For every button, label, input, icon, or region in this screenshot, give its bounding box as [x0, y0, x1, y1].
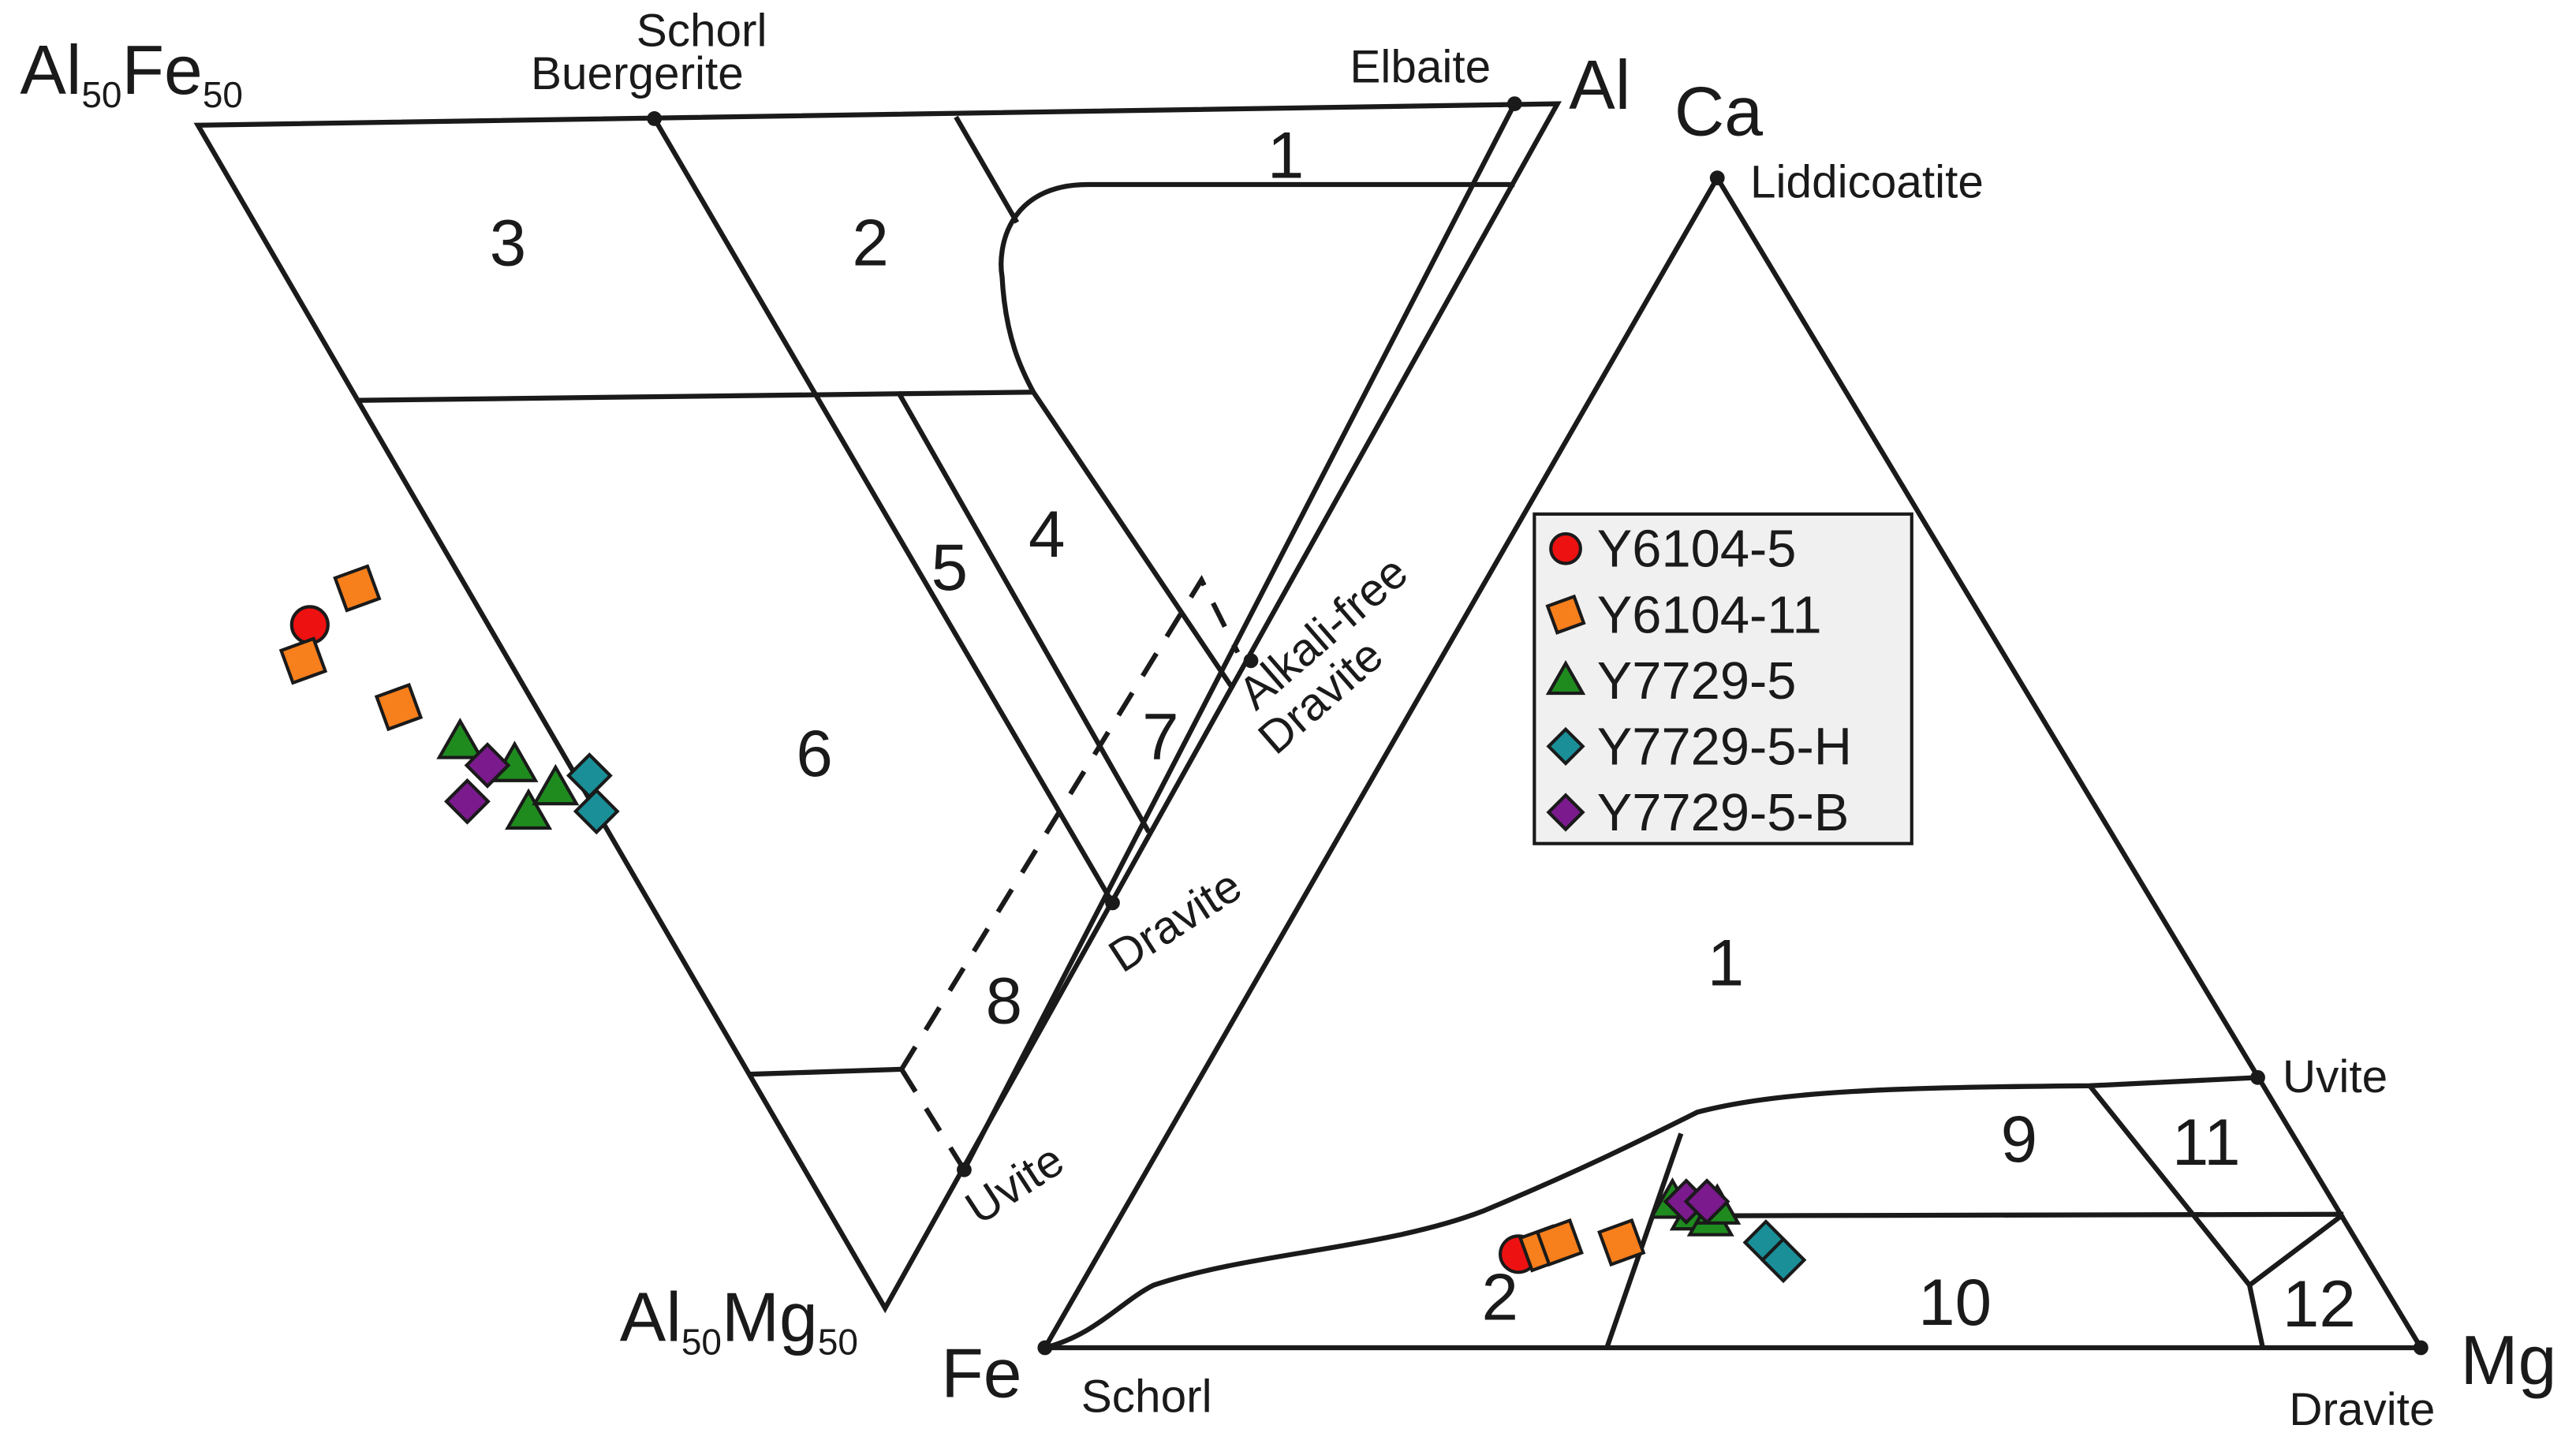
end-member-point	[1105, 895, 1120, 911]
legend-marker	[1545, 594, 1586, 635]
field-boundary	[896, 390, 1152, 834]
field-boundary	[1044, 1075, 2258, 1351]
data-point	[1535, 1218, 1584, 1267]
vertex-label-ca: Ca	[1674, 73, 1763, 150]
legend-marker	[1546, 726, 1585, 767]
end-member-label-dravite: Dravite	[2289, 1384, 2435, 1435]
data-point	[444, 778, 491, 825]
field-label: 2	[852, 205, 888, 279]
ca-fe-mg-outline	[1040, 173, 2425, 1351]
field-boundary	[954, 115, 1020, 224]
field-8-dashed-boundary	[899, 574, 1241, 1071]
field-label: 12	[2283, 1267, 2356, 1341]
end-member-point	[1506, 96, 1522, 112]
legend-label: Y7729-5-H	[1597, 717, 1852, 776]
data-point	[532, 763, 580, 806]
legend-marker	[1546, 793, 1585, 832]
field-label: 4	[1029, 497, 1065, 571]
end-member-label-schorl: Schorl	[637, 5, 767, 56]
field-label: 11	[2172, 1105, 2241, 1179]
vertex-label-al50fe50: Al50Fe50	[20, 32, 243, 115]
data-point	[505, 788, 553, 830]
field-label: 5	[931, 530, 968, 604]
al-fe-mg-outline	[193, 101, 1562, 1314]
vertex-label-fe: Fe	[941, 1335, 1021, 1412]
data-point	[1760, 1237, 1807, 1284]
legend-marker	[1549, 532, 1582, 565]
al-fe-mg-data-points	[278, 564, 620, 835]
field-label: 9	[2001, 1102, 2037, 1176]
field-boundary	[651, 117, 1115, 905]
end-member-label-schorl: Schorl	[1081, 1371, 1212, 1422]
end-member-label-buergerite: Buergerite	[531, 48, 744, 99]
legend-label: Y7729-5-B	[1597, 783, 1850, 842]
data-point	[1597, 1218, 1646, 1267]
field-label: 10	[1918, 1265, 1992, 1339]
end-member-label-liddicoatite: Liddicoatite	[1750, 157, 1984, 208]
legend-box	[1533, 512, 1913, 845]
field-boundary	[357, 390, 1034, 403]
field-boundary	[1654, 1211, 2344, 1218]
end-member-label-elbaite: Elbaite	[1350, 41, 1491, 92]
field-label: 1	[1267, 118, 1304, 192]
field-label: 6	[796, 716, 832, 790]
data-point	[1683, 1178, 1730, 1225]
field-boundary	[749, 1066, 902, 1077]
end-member-point	[1709, 170, 1725, 186]
vertex-label-al50mg50: Al50Mg50	[620, 1279, 858, 1363]
legend-marker	[1545, 660, 1586, 696]
al-fe-mg-diagram: Al50Fe50 Al Al50Mg50 Schorl Buergerite E…	[20, 5, 1630, 1362]
end-member-point	[957, 1162, 972, 1177]
end-member-label-uvite: Uvite	[2283, 1051, 2387, 1102]
field-label: 1	[1708, 925, 1744, 999]
legend-label: Y6104-11	[1597, 585, 1822, 644]
field-label: 7	[1142, 699, 1178, 774]
field-boundary	[999, 181, 1515, 691]
data-point	[436, 718, 484, 759]
end-member-point	[1037, 1340, 1053, 1356]
end-member-point	[1243, 653, 1259, 669]
data-point	[278, 636, 328, 685]
vertex-label-mg: Mg	[2460, 1322, 2556, 1399]
field-label: 3	[490, 205, 526, 279]
end-member-point	[647, 111, 663, 126]
ca-fe-mg-data-points	[1499, 1177, 1807, 1284]
data-point	[374, 682, 424, 732]
end-member-point	[2413, 1340, 2429, 1356]
data-point	[566, 752, 613, 799]
ca-fe-mg-diagram: Ca Fe Mg Liddicoatite Uvite Schorl Dravi…	[941, 73, 2556, 1435]
end-member-point	[2250, 1069, 2265, 1085]
field-boundary	[2248, 1212, 2346, 1288]
vertex-label-al: Al	[1569, 47, 1630, 124]
data-point	[573, 788, 620, 835]
data-point	[464, 742, 511, 789]
data-point	[289, 605, 330, 645]
legend-label: Y7729-5	[1597, 651, 1797, 711]
field-8-dashed-boundary	[899, 1068, 967, 1172]
data-point	[333, 564, 382, 613]
field-boundary	[961, 103, 1518, 1171]
field-label: 8	[986, 963, 1022, 1037]
field-boundary	[1604, 1132, 1684, 1349]
legend-label: Y6104-5	[1597, 520, 1797, 579]
